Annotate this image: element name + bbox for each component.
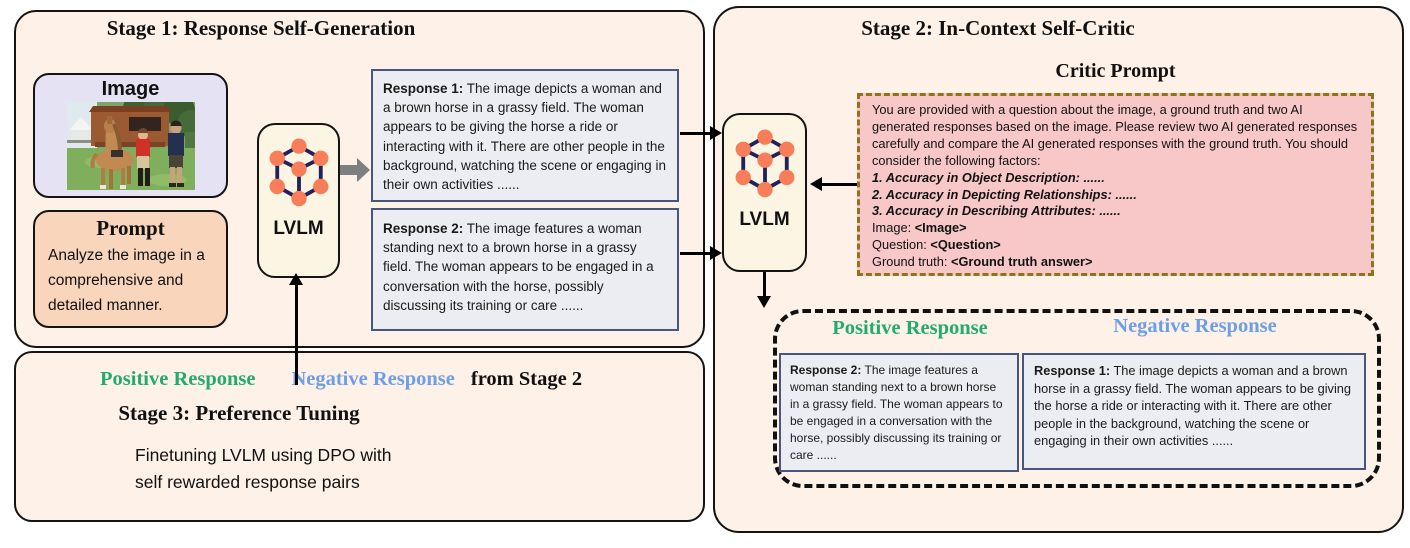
critic-factor-1: 1. Accuracy in Object Description: .....… (872, 169, 1105, 185)
field-value: <Question> (930, 237, 1001, 253)
positive-box-label: Response 2: (790, 363, 862, 377)
stage2-title: Stage 2: In-Context Self-Critic (861, 16, 1135, 40)
negative-response-title: Negative Response (1113, 315, 1277, 337)
prompt-card-body: Analyze the image in a comprehensive and… (48, 247, 205, 314)
response1-box: Response 1: The image depicts a woman an… (371, 69, 679, 202)
positive-response-box: Response 2: The image features a woman s… (779, 353, 1019, 472)
response2-to-lvlm-arrow (680, 246, 722, 260)
field-value: <Ground truth answer> (950, 254, 1093, 270)
stage3-body: Finetuning LVLM using DPO with self rewa… (135, 442, 391, 496)
field-label: Ground truth: (872, 254, 948, 270)
lvlm-label-stage1: LVLM (273, 218, 324, 239)
stage3-body-line2: self rewarded response pairs (135, 472, 360, 492)
image-card: Image (33, 73, 228, 198)
positive-box-body: The image features a woman standing next… (790, 363, 1003, 462)
stage1-title: Stage 1: Response Self-Generation (106, 16, 416, 40)
horse-photo (66, 102, 195, 190)
lvlm-card-stage1: LVLM (257, 123, 340, 278)
lvlm-card-stage2: LVLM (722, 113, 807, 272)
image-card-title: Image (101, 78, 160, 100)
stage3-body-line1: Finetuning LVLM using DPO with (135, 445, 392, 465)
critic-field-ground-truth: Ground truth: <Ground truth answer> (872, 254, 1359, 271)
stage3-from-label: from Stage 2 (470, 368, 583, 390)
lvlm-to-results-arrow (757, 272, 771, 308)
response2-body: The image features a woman standing next… (383, 221, 654, 313)
response1-label: Response 1: (383, 81, 464, 96)
stage3-source-line: Positive Response Negative Response from… (100, 368, 582, 391)
response1-to-lvlm-arrow (680, 126, 722, 140)
negative-box-body: The image depicts a woman and a brown ho… (1034, 363, 1352, 448)
negative-response-box: Response 1: The image depicts a woman an… (1022, 353, 1366, 470)
response2-label: Response 2: (383, 221, 464, 236)
critic-prompt-box: You are provided with a question about t… (857, 93, 1374, 276)
response1-body: The image depicts a woman and a brown ho… (383, 81, 666, 193)
stage3-positive-label: Positive Response (100, 368, 256, 390)
field-value: <Image> (914, 220, 967, 236)
critic-field-image: Image: <Image> (872, 220, 1359, 237)
stage3-title: Stage 3: Preference Tuning (118, 401, 360, 425)
lvlm-network-icon (269, 138, 328, 207)
field-label: Image: (872, 220, 912, 236)
critic-to-lvlm-arrow (810, 177, 857, 191)
prompt-card-title: Prompt (96, 216, 165, 240)
lvlm-label-stage2: LVLM (739, 209, 790, 230)
gray-block-arrow-icon (340, 158, 370, 182)
feedback-up-arrow (289, 273, 303, 385)
critic-field-question: Question: <Question> (872, 237, 1359, 254)
critic-factor-3: 3. Accuracy in Describing Attributes: ..… (872, 203, 1121, 219)
stage3-negative-label: Negative Response (291, 368, 455, 390)
positive-response-title: Positive Response (832, 317, 988, 339)
critic-factor-2: 2. Accuracy in Depicting Relationships: … (872, 186, 1137, 202)
prompt-card: Prompt Analyze the image in a comprehens… (33, 210, 228, 328)
critic-prompt-title: Critic Prompt (1055, 60, 1176, 82)
negative-box-label: Response 1: (1034, 363, 1111, 378)
stage3-panel (14, 351, 705, 522)
preference-pair-container (773, 309, 1381, 488)
critic-intro: You are provided with a question about t… (872, 102, 1358, 168)
lvlm-network-icon (735, 129, 794, 198)
field-label: Question: (872, 237, 927, 253)
response2-box: Response 2: The image features a woman s… (371, 208, 679, 331)
